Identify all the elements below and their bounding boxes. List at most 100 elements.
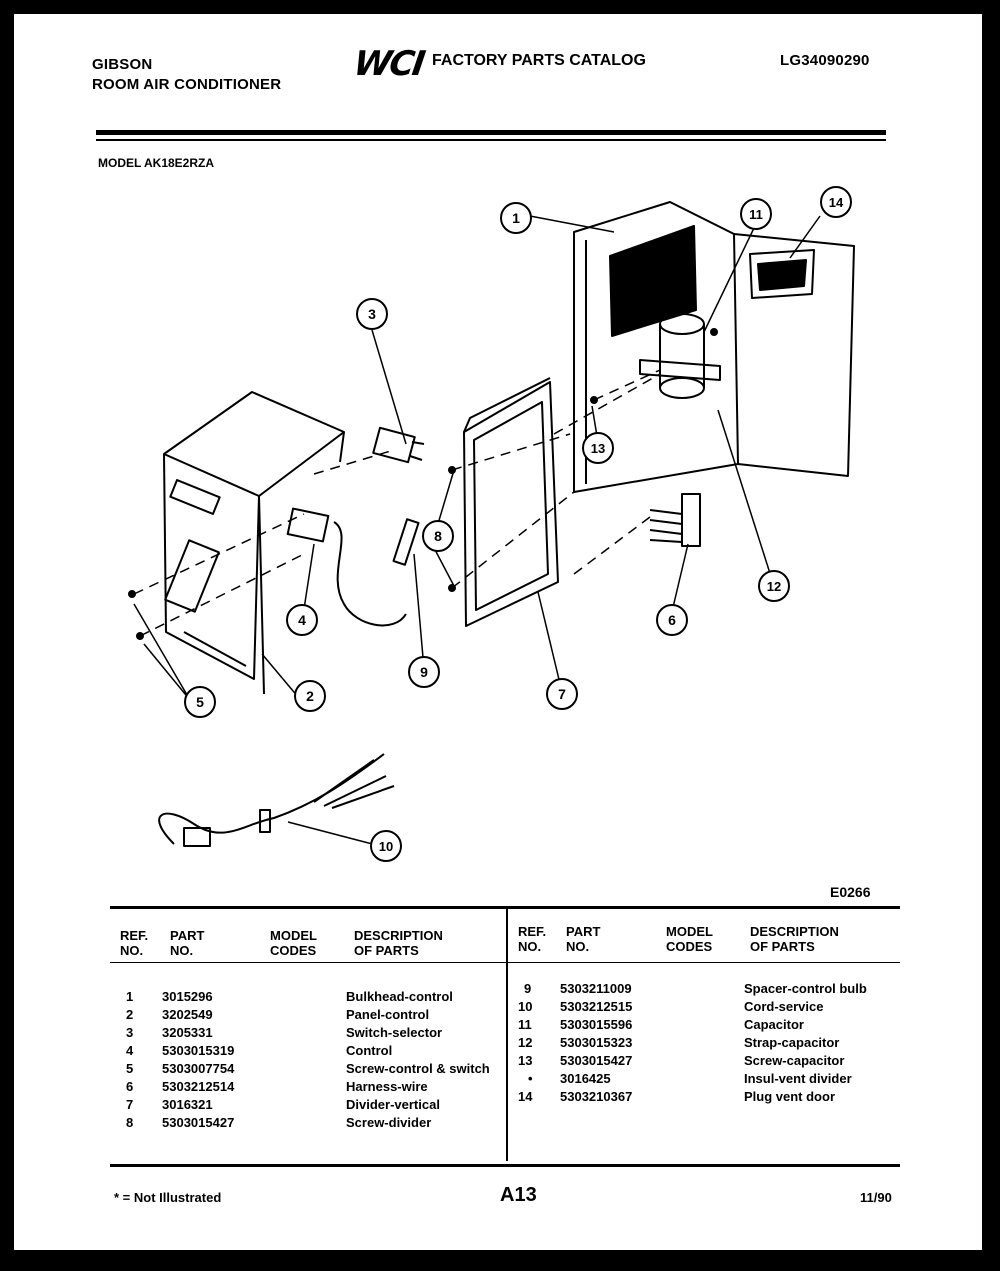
header-line: NO. xyxy=(566,939,590,954)
table-row: 8 5303015427 Screw-divider xyxy=(120,1114,504,1132)
exploded-parts-diagram: 1 2 3 4 5 6 7 8 9 10 11 12 13 14 xyxy=(128,186,855,862)
model-label: MODEL AK18E2RZA xyxy=(98,156,215,170)
description: Cord-service xyxy=(744,999,824,1014)
table-header-rule xyxy=(110,962,900,963)
header-model-codes: MODEL CODES xyxy=(270,928,317,958)
callout-5: 5 xyxy=(184,686,216,718)
callout-label: 2 xyxy=(306,688,314,704)
header-line: CODES xyxy=(666,939,713,954)
callout-label: 7 xyxy=(558,686,566,702)
part-no: 5303015427 xyxy=(560,1053,633,1068)
callout-1: 1 xyxy=(500,202,532,234)
ref-no: 13 xyxy=(518,1053,533,1068)
header-line: MODEL xyxy=(270,928,317,943)
description: Control xyxy=(346,1043,393,1058)
callout-label: 6 xyxy=(668,612,676,628)
header-line: MODEL xyxy=(666,924,713,939)
control-panel-drawing xyxy=(163,391,345,695)
part-no: 5303212515 xyxy=(560,999,633,1014)
header-line: PART xyxy=(566,924,601,939)
callout-13: 13 xyxy=(582,432,614,464)
table-row: 4 5303015319 Control xyxy=(120,1042,504,1060)
callout-14: 14 xyxy=(820,186,852,218)
description: Screw-capacitor xyxy=(744,1053,845,1068)
callout-label: 1 xyxy=(512,210,520,226)
catalog-date: 11/90 xyxy=(860,1190,892,1205)
callout-12: 12 xyxy=(758,570,790,602)
bulkhead-drawing xyxy=(573,201,855,493)
ref-no: 9 xyxy=(524,981,532,996)
header-line: NO. xyxy=(518,939,542,954)
callout-label: 10 xyxy=(379,839,393,854)
table-top-rule xyxy=(110,906,900,909)
description: Insul-vent divider xyxy=(744,1071,852,1086)
description: Divider-vertical xyxy=(346,1097,440,1112)
ref-no: • xyxy=(528,1071,533,1086)
figure-code: E0266 xyxy=(830,884,871,900)
table-row: • 3016425 Insul-vent divider xyxy=(518,1070,898,1088)
not-illustrated-note: * = Not Illustrated xyxy=(114,1190,222,1205)
header-description: DESCRIPTION OF PARTS xyxy=(354,928,443,958)
description: Spacer-control bulb xyxy=(744,981,867,996)
header-line: REF. xyxy=(518,924,547,939)
header-rule-thin xyxy=(96,139,886,141)
part-no: 5303212514 xyxy=(162,1079,235,1094)
table-row: 13 5303015427 Screw-capacitor xyxy=(518,1052,898,1070)
description: Screw-control & switch xyxy=(346,1061,490,1076)
table-row: 5 5303007754 Screw-control & switch xyxy=(120,1060,504,1078)
table-row: 9 5303211009 Spacer-control bulb xyxy=(518,980,898,998)
callout-4: 4 xyxy=(286,604,318,636)
ref-no: 1 xyxy=(126,989,134,1004)
parts-list-right: 9 5303211009 Spacer-control bulb 10 5303… xyxy=(518,980,898,1106)
ref-no: 4 xyxy=(126,1043,134,1058)
description: Strap-capacitor xyxy=(744,1035,840,1050)
callout-10: 10 xyxy=(370,830,402,862)
description: Panel-control xyxy=(346,1007,430,1022)
header-description-right: DESCRIPTION OF PARTS xyxy=(750,924,839,954)
ref-no: 7 xyxy=(126,1097,134,1112)
ref-no: 3 xyxy=(126,1025,134,1040)
ref-no: 11 xyxy=(518,1017,532,1032)
ref-no: 5 xyxy=(126,1061,134,1076)
header-ref-no-right: REF. NO. xyxy=(518,924,546,954)
header-line: NO. xyxy=(120,943,144,958)
callout-6: 6 xyxy=(656,604,688,636)
part-no: 3202549 xyxy=(162,1007,213,1022)
header-line: REF. xyxy=(120,928,149,943)
wire-harness-drawing xyxy=(649,493,701,547)
table-row: 7 3016321 Divider-vertical xyxy=(120,1096,504,1114)
ref-no: 8 xyxy=(126,1115,134,1130)
ref-no: 14 xyxy=(518,1089,533,1104)
vertical-divider-drawing xyxy=(463,377,559,627)
header-part-no-right: PART NO. xyxy=(566,924,600,954)
ref-no: 12 xyxy=(518,1035,533,1050)
description: Bulkhead-control xyxy=(346,989,453,1004)
header-line: OF PARTS xyxy=(354,943,419,958)
description: Plug vent door xyxy=(744,1089,835,1104)
part-no: 5303015596 xyxy=(560,1017,633,1032)
part-no: 5303007754 xyxy=(162,1061,235,1076)
header-line: NO. xyxy=(170,943,194,958)
catalog-title: FACTORY PARTS CATALOG xyxy=(432,52,646,69)
catalog-page: GIBSON ROOM AIR CONDITIONER WCI FACTORY … xyxy=(14,14,982,1250)
header-line: OF PARTS xyxy=(750,939,815,954)
service-cord-drawing xyxy=(158,753,395,847)
callout-2: 2 xyxy=(294,680,326,712)
brand-name: GIBSON xyxy=(92,56,153,73)
header-part-no: PART NO. xyxy=(170,928,204,958)
part-no: 5303210367 xyxy=(560,1089,633,1104)
table-row: 3 3205331 Switch-selector xyxy=(120,1024,504,1042)
part-no: 3205331 xyxy=(162,1025,213,1040)
callout-label: 3 xyxy=(368,306,376,322)
part-no: 5303015323 xyxy=(560,1035,633,1050)
header-model-codes-right: MODEL CODES xyxy=(666,924,713,954)
table-row: 1 3015296 Bulkhead-control xyxy=(120,988,504,1006)
part-no: 5303015319 xyxy=(162,1043,235,1058)
header-rule xyxy=(96,130,886,135)
callout-label: 9 xyxy=(420,664,428,680)
ref-no: 6 xyxy=(126,1079,134,1094)
callout-label: 8 xyxy=(434,528,442,544)
part-no: 5303015427 xyxy=(162,1115,235,1130)
callout-7: 7 xyxy=(546,678,578,710)
part-no: 3016425 xyxy=(560,1071,611,1086)
